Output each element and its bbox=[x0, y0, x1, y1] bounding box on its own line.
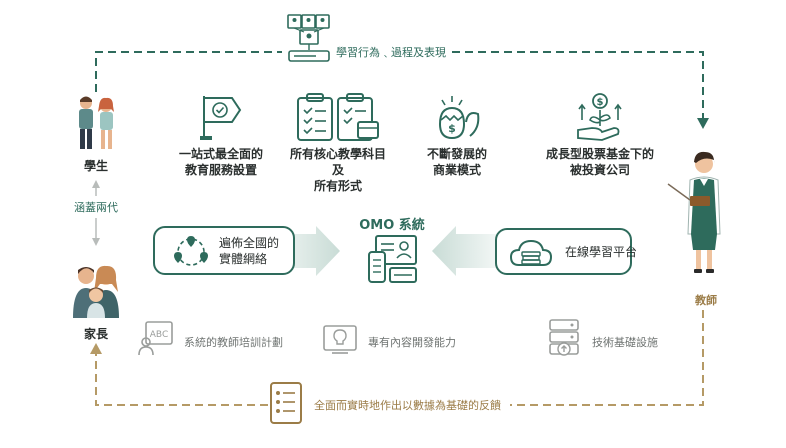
student-label: 學生 bbox=[83, 159, 108, 173]
teacher-illustration bbox=[664, 150, 736, 276]
students-illustration bbox=[70, 94, 122, 154]
network-box-label: 遍佈全國的 實體網絡 bbox=[219, 236, 280, 266]
teacher-label: 教師 bbox=[695, 294, 717, 307]
learning-devices-icon bbox=[286, 14, 332, 64]
parent-label: 家長 bbox=[83, 327, 108, 341]
online-platform-box: 在線學習平台 bbox=[495, 228, 637, 275]
svg-text:$: $ bbox=[597, 97, 604, 108]
svg-text:$: $ bbox=[448, 122, 456, 135]
bottom-feedback-label: 全面而實時地作出以數據為基礎的反饋 bbox=[314, 399, 501, 412]
support-label-tech: 技術基礎設施 bbox=[592, 336, 658, 349]
feature-label-investee: 成長型股票基金下的 被投資公司 bbox=[545, 147, 654, 177]
support-label-content: 專有內容開發能力 bbox=[368, 336, 456, 349]
hatching-egg-icon: $ bbox=[430, 92, 484, 142]
clipboard-checklist-icon bbox=[294, 92, 382, 142]
svg-text:ABC: ABC bbox=[150, 330, 168, 340]
cloud-books-icon bbox=[509, 237, 553, 269]
flag-check-icon bbox=[198, 92, 244, 142]
feature-label-one-stop: 一站式最全面的 教育服務設置 bbox=[178, 147, 263, 177]
content-development-icon bbox=[322, 320, 358, 356]
online-box-label: 在線學習平台 bbox=[565, 245, 638, 259]
top-feedback-label: 學習行為﹑過程及表現 bbox=[336, 46, 446, 59]
omo-devices-icon bbox=[366, 234, 420, 284]
teacher-training-icon: ABC bbox=[138, 320, 174, 356]
parents-illustration bbox=[68, 262, 124, 318]
tech-infrastructure-icon bbox=[546, 318, 582, 358]
feature-label-business-model: 不斷發展的 商業模式 bbox=[426, 147, 487, 177]
national-network-box: 遍佈全國的 實體網絡 bbox=[153, 226, 295, 275]
omo-title: OMO 系統 bbox=[359, 218, 425, 233]
coverage-label: 涵蓋兩代 bbox=[74, 201, 118, 214]
support-label-training: 系統的教師培訓計劃 bbox=[184, 336, 283, 349]
network-pins-icon bbox=[173, 234, 209, 270]
growing-money-plant-icon: $ bbox=[574, 92, 626, 142]
feedback-document-icon bbox=[268, 380, 304, 426]
feature-label-core-subjects: 所有核心教學科目 及 所有形式 bbox=[289, 147, 386, 193]
